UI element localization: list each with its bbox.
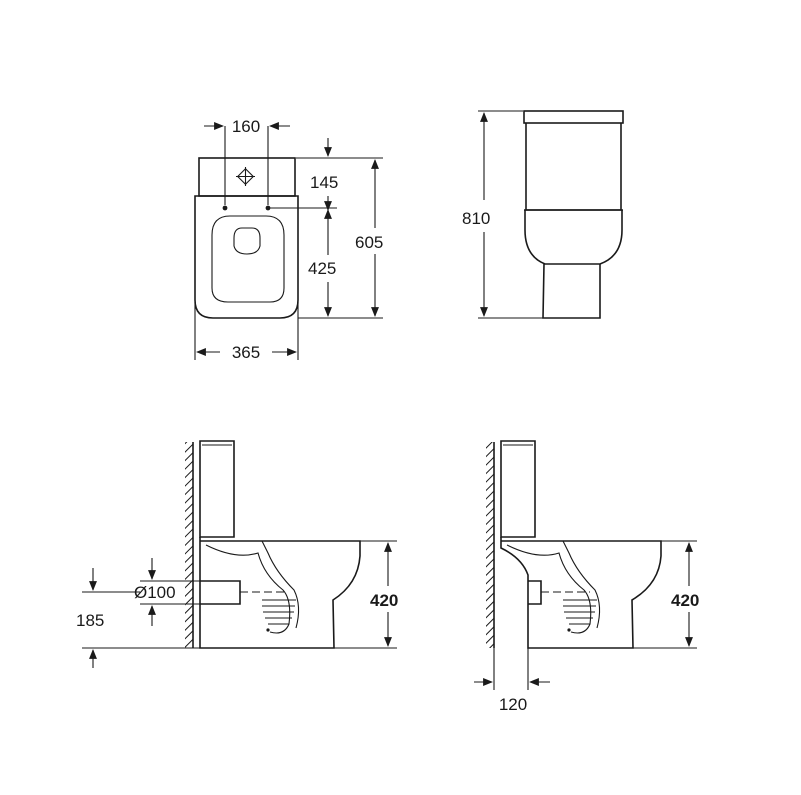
- wall-hatch: [486, 442, 494, 648]
- tank-lid: [523, 110, 624, 124]
- dim-outlet-diameter-label: Ø100: [134, 583, 176, 602]
- water-hatching: [563, 599, 597, 625]
- dim-160-label: 160: [232, 117, 260, 136]
- trapway: [506, 544, 592, 634]
- dim-365-label: 365: [232, 343, 260, 362]
- dim-420-left-label: 420: [370, 591, 398, 610]
- pedestal-front: [542, 263, 601, 319]
- outlet-pipe: [200, 580, 241, 605]
- front-view: 810: [462, 110, 624, 319]
- dim-120-label: 120: [499, 695, 527, 714]
- tank-side: [199, 440, 235, 538]
- dim-425-label: 425: [308, 259, 336, 278]
- dim-420-right-label: 420: [671, 591, 699, 610]
- bowl-front: [524, 210, 623, 265]
- tank-side: [500, 440, 536, 538]
- seat-opening: [233, 227, 261, 255]
- dim-145-label: 145: [310, 173, 338, 192]
- dim-810-label: 810: [462, 209, 490, 228]
- side-view-floor-outlet: Ø100 185 420: [76, 440, 398, 668]
- bowl-side: [199, 537, 361, 649]
- wall-hatch: [185, 442, 193, 648]
- dim-185-label: 185: [76, 611, 104, 630]
- hinge-hole-right: [265, 205, 271, 211]
- outlet-connector: [528, 580, 542, 605]
- dim-605-label: 605: [355, 233, 383, 252]
- flush-button-icon: [236, 167, 255, 186]
- seat-outline: [211, 215, 285, 303]
- top-view: 160 145 425 605 365: [194, 117, 383, 362]
- trapway: [205, 544, 291, 634]
- water-hatching: [262, 599, 296, 625]
- tank-body: [525, 123, 622, 211]
- side-view-wall-offset: 420 120: [474, 440, 699, 714]
- hinge-hole-left: [222, 205, 228, 211]
- bowl-outline: [194, 195, 299, 319]
